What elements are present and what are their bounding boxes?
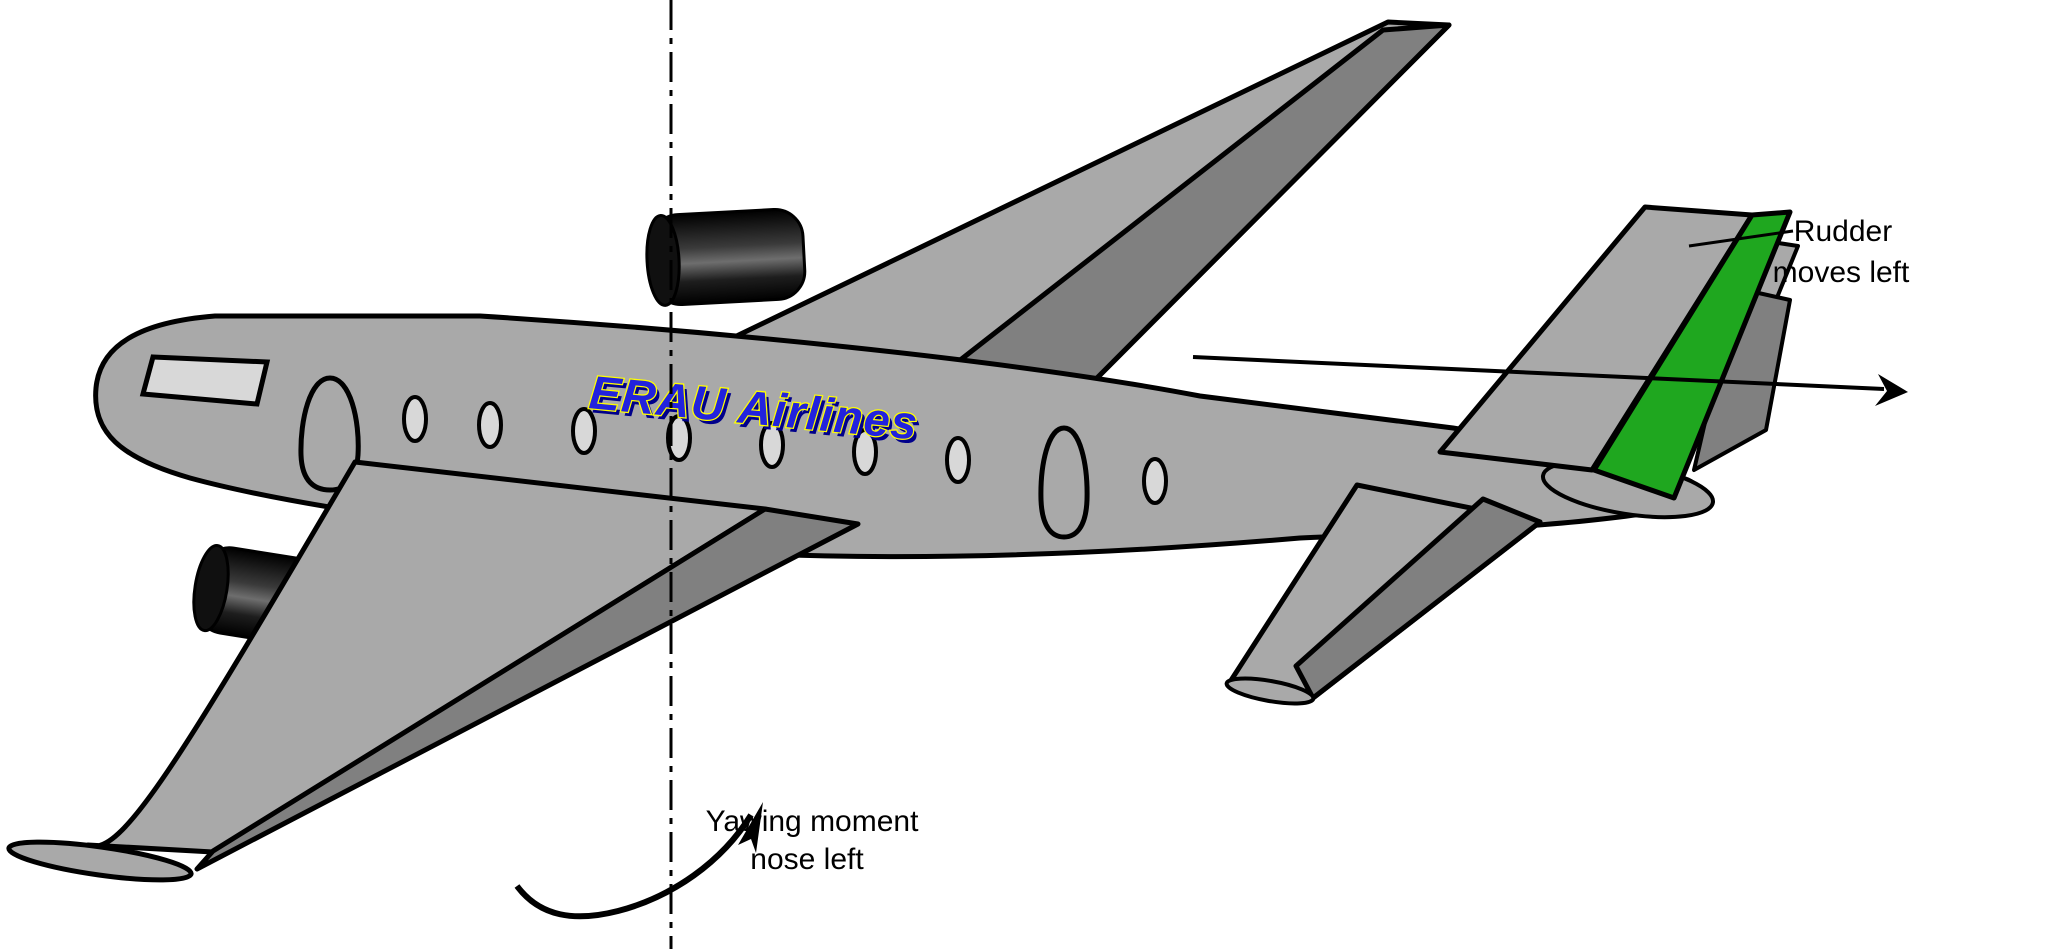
rudder-leader-line — [1688, 229, 1794, 248]
yawing-label-line2: nose left — [750, 843, 864, 876]
cabin-window — [402, 395, 428, 443]
cabin-window — [477, 401, 503, 449]
cockpit-window — [139, 354, 271, 407]
cabin-window — [1142, 457, 1168, 505]
near-wing — [85, 459, 768, 855]
near-engine-intake — [192, 544, 230, 633]
rudder-label-line1: Rudder — [1794, 215, 1892, 248]
stabilizer-tip — [1224, 676, 1316, 706]
aft-door-outline — [1038, 425, 1090, 540]
yawing-label-line1: Yawing moment — [706, 805, 920, 838]
cabin-window — [571, 407, 597, 455]
near-wing-tip — [6, 839, 194, 883]
cabin-window — [759, 421, 785, 469]
rudder-label-line2: moves left — [1773, 256, 1910, 289]
front-door-outline — [298, 375, 361, 493]
cabin-window — [666, 414, 692, 462]
cabin-windows — [402, 395, 1168, 505]
cabin-window — [852, 428, 878, 476]
tail-arrowhead — [1875, 374, 1908, 406]
tail-arrow-shaft — [1192, 355, 1885, 391]
rudder — [1591, 209, 1793, 501]
near-wing-flap-shade — [194, 506, 861, 872]
yaw-moment-arrow — [514, 813, 754, 920]
yaw-moment-arrowhead — [738, 802, 763, 853]
cabin-window — [945, 436, 971, 484]
far-engine — [645, 208, 807, 307]
